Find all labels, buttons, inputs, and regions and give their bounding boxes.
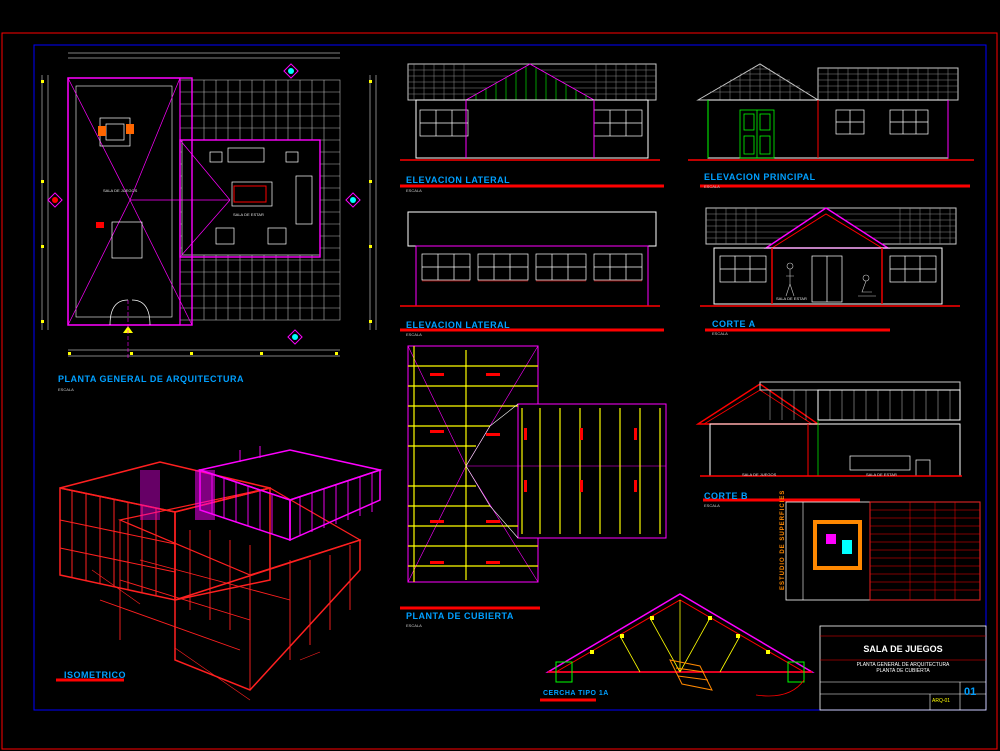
roof-plan-title: PLANTA DE CUBIERTA bbox=[406, 611, 514, 621]
room-label-1: SALA DE JUEGOS bbox=[103, 188, 138, 193]
outer-border bbox=[1, 32, 998, 750]
area-table-title: ESTUDIO DE SUPERFICIES bbox=[780, 489, 786, 590]
area-table bbox=[785, 501, 981, 601]
floor-plan-title: PLANTA GENERAL DE ARQUITECTURA bbox=[58, 374, 244, 384]
sheet-content: PLANTA GENERAL DE ARQUITECTURA PLANTA DE… bbox=[856, 662, 950, 674]
title-block bbox=[819, 625, 987, 711]
section-b-title: CORTE B bbox=[704, 491, 748, 501]
scale-label-elev-main: ESCALA bbox=[704, 184, 720, 189]
inner-border bbox=[33, 44, 987, 711]
project-title: SALA DE JUEGOS bbox=[863, 644, 943, 654]
truss-title: CERCHA TIPO 1a bbox=[543, 690, 609, 697]
isometric-view bbox=[56, 446, 383, 701]
truss-detail bbox=[540, 593, 815, 702]
scale-label-roof: ESCALA bbox=[406, 623, 422, 628]
lateral-elevation-1 bbox=[400, 63, 664, 188]
lateral-elevation-2 bbox=[400, 211, 664, 332]
scale-label-corte-b: ESCALA bbox=[704, 503, 720, 508]
corte-b-room-2: SALA DE ESTAR bbox=[866, 472, 897, 477]
roof-plan bbox=[400, 345, 667, 610]
scale-label-elev2: ESCALA bbox=[406, 332, 422, 337]
section-a bbox=[700, 207, 960, 332]
isometric-title: ISOMETRICO bbox=[64, 670, 127, 680]
corte-a-room-label: SALA DE ESTAR bbox=[776, 296, 807, 301]
scale-label-corte-a: ESCALA bbox=[712, 331, 728, 336]
room-label-2: SALA DE ESTAR bbox=[233, 212, 264, 217]
scale-label-plan: ESCALA bbox=[58, 387, 74, 392]
corte-b-room-1: SALA DE JUEGOS bbox=[742, 472, 777, 477]
sheet-number: 01 bbox=[964, 686, 977, 698]
main-elevation-title: ELEVACION PRINCIPAL bbox=[704, 172, 816, 182]
sheet-code: ARQ-01 bbox=[932, 698, 951, 704]
section-b bbox=[695, 381, 962, 502]
floor-plan bbox=[41, 52, 377, 360]
lateral-elevation-1-title: ELEVACION LATERAL bbox=[406, 175, 511, 185]
lateral-elevation-2-title: ELEVACION LATERAL bbox=[406, 320, 511, 330]
scale-label-elev1: ESCALA bbox=[406, 188, 422, 193]
section-a-title: CORTE A bbox=[712, 319, 756, 329]
main-elevation bbox=[688, 63, 974, 188]
